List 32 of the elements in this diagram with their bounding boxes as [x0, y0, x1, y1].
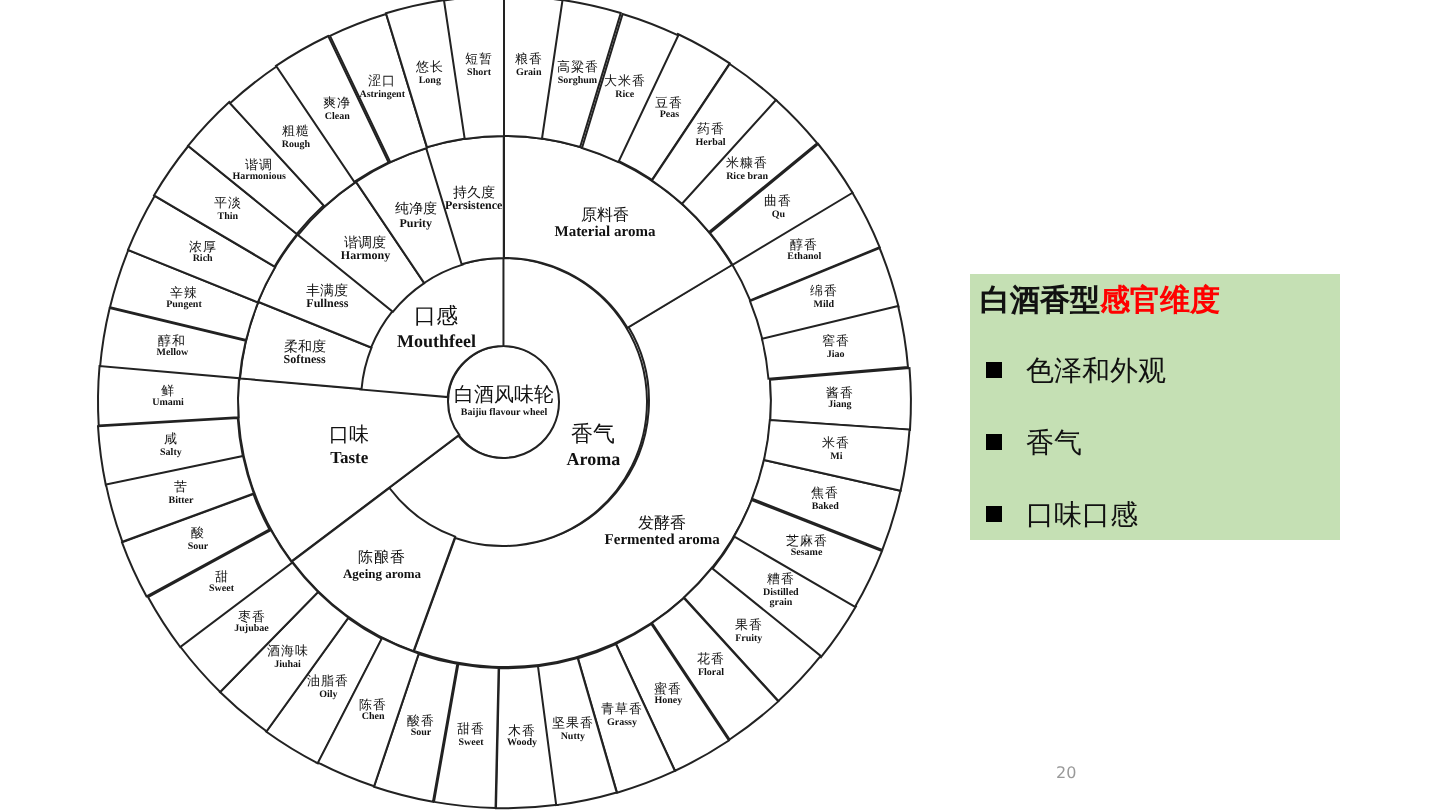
segment-label: 口感: [412, 305, 461, 331]
bullet-text: 香气: [1026, 428, 1082, 460]
wheel-segment: [762, 306, 909, 380]
wheel-segment: [709, 144, 852, 265]
wheel-segment: [98, 366, 239, 427]
wheel-segment: [443, 0, 504, 139]
bullet-text: 口味口感: [1026, 500, 1138, 532]
wheel-segment: [682, 100, 818, 234]
wheel-segment: [106, 456, 255, 543]
segment-label-english: Taste: [329, 448, 370, 468]
wheel-segment: [734, 499, 882, 606]
segment-label: 发酵香: [636, 514, 689, 533]
segment-label: 口味: [329, 425, 370, 449]
wheel-segment: [751, 460, 901, 551]
wheel-segment: [683, 568, 821, 702]
wheel-segment: [769, 368, 910, 430]
segment-label: 原料香: [578, 205, 631, 225]
panel-title: 白酒香型: [980, 282, 1100, 318]
info-panel: [970, 274, 1340, 540]
segment-label-english: Aroma: [566, 448, 621, 470]
wheel-segment: [147, 529, 292, 647]
segment-label-english: Mouthfeel: [396, 330, 476, 352]
wheel-segment: [433, 663, 499, 808]
bullet-text: 色泽和外观: [1026, 356, 1166, 388]
wheel-segment: [122, 493, 271, 597]
highlighted-title: 感官维度: [1100, 282, 1220, 318]
segment-label: 白酒风味轮: [454, 384, 554, 408]
wheel-segment: [219, 592, 349, 732]
wheel-segment: [127, 195, 275, 303]
wheel-segment: [154, 146, 298, 267]
page-number: 20: [1056, 764, 1077, 782]
segment-label: 香气: [569, 423, 618, 449]
